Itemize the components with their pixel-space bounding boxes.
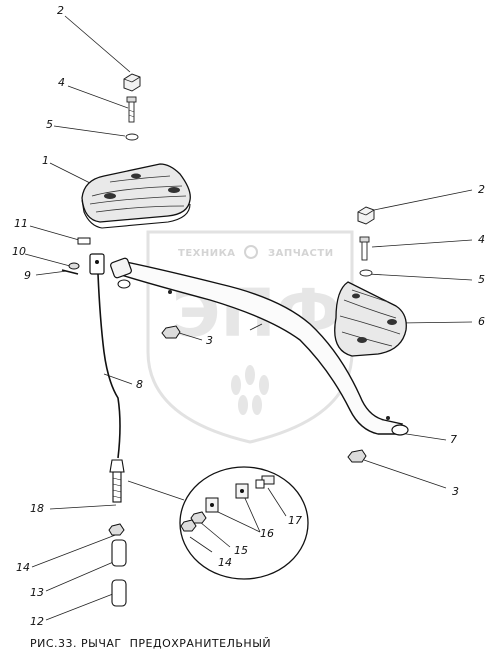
safety-lever xyxy=(110,257,409,436)
callout-8: 8 xyxy=(136,378,143,391)
wheat-icon xyxy=(231,365,269,415)
nut-15 xyxy=(190,511,207,524)
bolt-right xyxy=(359,236,370,261)
sleeve-12 xyxy=(111,579,127,607)
bolt-17 xyxy=(255,475,275,489)
callout-12: 12 xyxy=(30,615,44,628)
callout-14: 14 xyxy=(16,561,30,574)
callout-3a: 3 xyxy=(206,334,213,347)
watermark-brand-right: ЗАПЧАСТИ xyxy=(268,248,334,259)
pedal-pad-right xyxy=(334,281,407,357)
small-nut-11 xyxy=(77,237,91,245)
gear-icon xyxy=(244,245,258,259)
figure-caption: РИС.33. РЫЧАГ ПРЕДОХРАНИТЕЛЬНЫЙ xyxy=(30,637,272,650)
pedal-pad-left xyxy=(81,163,191,229)
callout-18: 18 xyxy=(30,502,44,515)
callout-11: 11 xyxy=(14,217,28,230)
nut-14-detail xyxy=(180,519,197,532)
bolt-left xyxy=(126,96,137,123)
callout-17: 17 xyxy=(288,514,302,527)
bolt-head-top xyxy=(123,73,141,92)
leader-lines xyxy=(24,15,473,621)
clevis-fork xyxy=(89,253,105,275)
callout-2b: 2 xyxy=(478,183,485,196)
callout-4b: 4 xyxy=(478,233,485,246)
callout-4a: 4 xyxy=(58,76,65,89)
watermark-brand-left: ТЕХНИКА xyxy=(178,248,236,259)
callout-5b: 5 xyxy=(478,273,485,286)
callout-16: 16 xyxy=(260,527,274,540)
callout-5a: 5 xyxy=(46,118,53,131)
callout-9: 9 xyxy=(24,269,31,282)
plate-16b xyxy=(205,497,219,513)
washer-10 xyxy=(68,262,80,270)
pin-9 xyxy=(61,269,79,275)
callout-6: 6 xyxy=(478,315,485,328)
callout-1: 1 xyxy=(42,154,49,167)
washer-right xyxy=(359,269,373,277)
callout-3b: 3 xyxy=(452,485,459,498)
callout-7: 7 xyxy=(450,433,457,446)
washer-left xyxy=(125,133,139,141)
rod-8 xyxy=(97,273,121,459)
callout-10: 10 xyxy=(12,245,26,258)
callout-numbers: 2 4 5 1 11 10 9 2 4 5 6 3 8 7 3 18 17 16… xyxy=(12,4,485,628)
callout-2a: 2 xyxy=(57,4,64,17)
bolt-head-right xyxy=(357,206,375,225)
nut-3-upper xyxy=(161,325,181,339)
nut-14-lower xyxy=(108,523,125,536)
threaded-end-18 xyxy=(109,459,125,503)
sleeve-13 xyxy=(111,539,127,567)
callout-15: 15 xyxy=(234,544,248,557)
callout-13: 13 xyxy=(30,586,44,599)
plate-16a xyxy=(235,483,249,499)
detail-circle xyxy=(179,466,309,580)
callout-14-detail: 14 xyxy=(218,556,232,569)
nut-3-lower xyxy=(347,449,367,463)
